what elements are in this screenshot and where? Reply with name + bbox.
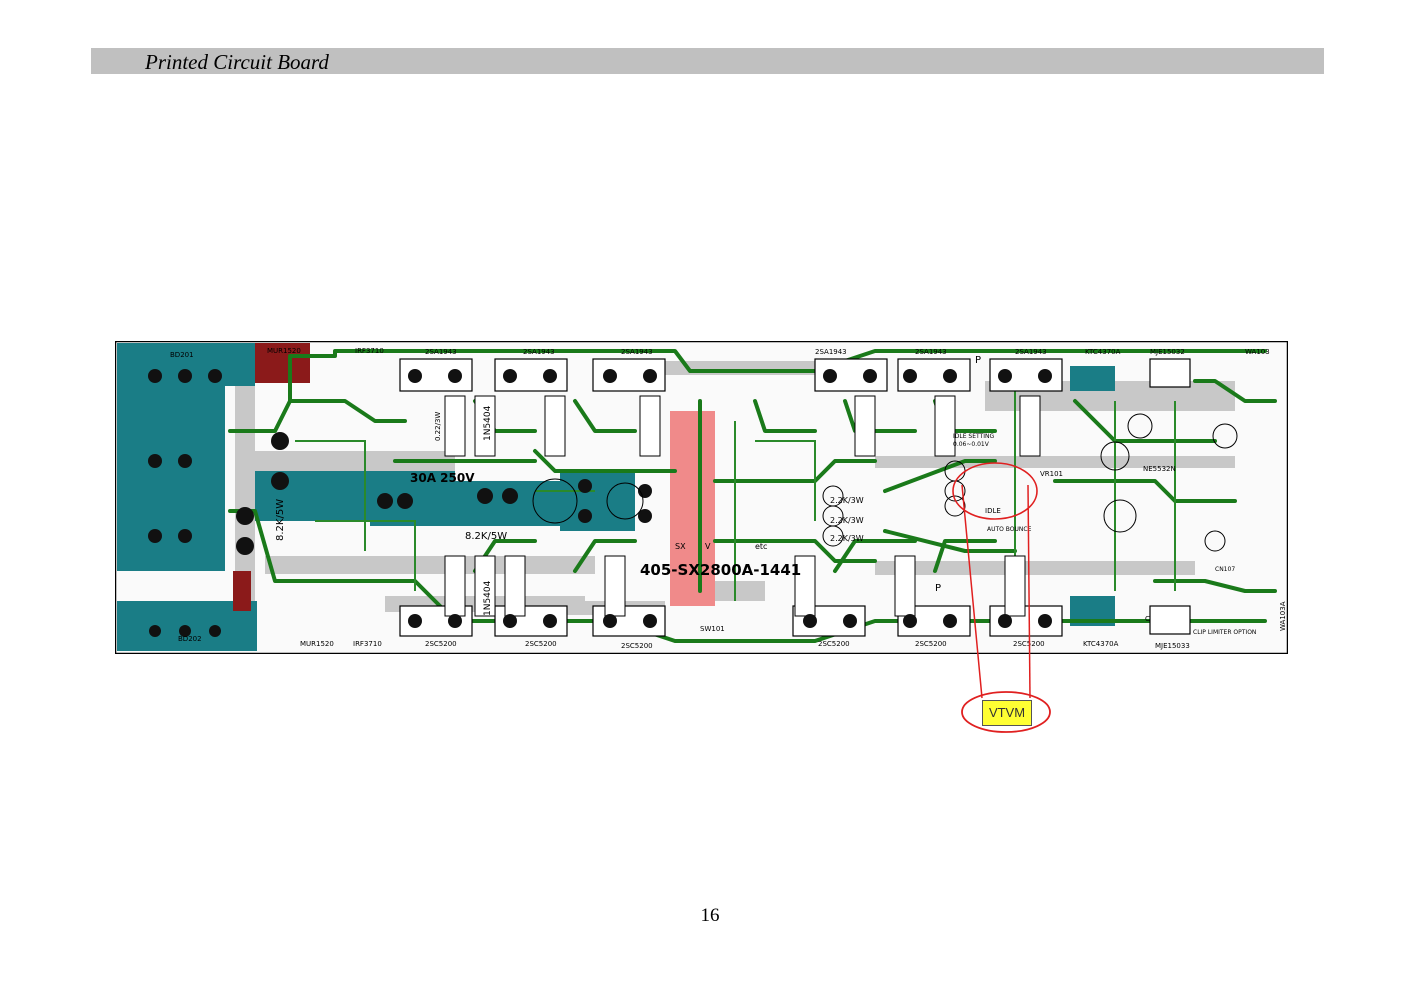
diode-label-top: MUR1520: [267, 347, 301, 355]
wa-top-label: WA103: [1245, 348, 1270, 356]
transistor-label-bottom-3: 2SC5200: [621, 642, 653, 650]
header-bar: Printed Circuit Board: [91, 48, 1324, 74]
transistor-label-top-2: 2SA1943: [523, 348, 555, 356]
pcb-big-labels: 30A 250V 405-SX2800A-1441 8.2K/5W 2.2K/3…: [275, 405, 1287, 631]
resistor-label-8k2-b: 8.2K/5W: [465, 531, 507, 542]
transistor-label-top-8: MJE15032: [1150, 348, 1185, 356]
transistor-label-top-3: 2SA1943: [621, 348, 653, 356]
terminal-sw: SW101: [700, 625, 725, 633]
transistor-label-bottom-8: MJE15033: [1155, 642, 1190, 650]
terminal-v: V: [705, 542, 711, 551]
transistor-label-top-5: 2SA1943: [915, 348, 947, 356]
resistor-label-2k2-2: 2.2K/3W: [830, 516, 864, 525]
idle-range-label: 0.06~0.01V: [953, 441, 990, 448]
bridge-label-top: BD201: [170, 351, 194, 359]
terminal-etc: etc: [755, 542, 767, 551]
mosfet-label-bottom: IRF3710: [353, 640, 382, 648]
idle-label: IDLE: [985, 507, 1001, 515]
rectifier-label-1: 1N5404: [483, 405, 493, 441]
transistor-label-bottom-7: KTC4370A: [1083, 640, 1119, 648]
diode-label-bottom: MUR1520: [300, 640, 334, 648]
ic-label: NE5532N: [1143, 465, 1176, 473]
mosfet-label-top: IRF3710: [355, 347, 384, 355]
pcb-board-svg: BD201 BD202 MUR1520 MUR1520 IRF3710 IRF3…: [115, 341, 1288, 654]
thin-traces: [295, 391, 1176, 601]
rectifier-label-2: 1N5404: [483, 580, 493, 616]
idle-setting-label: IDLE SETTING: [953, 433, 995, 440]
resistor-label-022: 0.22/3W: [434, 412, 442, 441]
page-title: Printed Circuit Board: [145, 50, 329, 74]
resistor-label-8k2-a: 8.2K/5W: [275, 499, 286, 541]
solder-pads: [148, 369, 1052, 637]
part-number-label: 405-SX2800A-1441: [640, 561, 801, 579]
transistor-label-top-1: 2SA1943: [425, 348, 457, 356]
auto-bounce-label: AUTO BOUNCE: [987, 526, 1032, 533]
terminal-sx: SX: [675, 542, 686, 551]
clip-limiter-label: CLIP LIMITER OPTION: [1193, 629, 1256, 636]
idle-highlight-ring: [952, 462, 1038, 520]
copper-pours: [235, 361, 1235, 615]
resistor-label-2k2-1: 2.2K/3W: [830, 496, 864, 505]
transistor-label-bottom-1: 2SC5200: [425, 640, 457, 648]
page-number: 16: [700, 905, 720, 926]
vr-label: VR101: [1040, 470, 1063, 478]
transistor-label-top-6: 2SA1943: [1015, 348, 1047, 356]
clip-c-label: C: [1145, 615, 1150, 623]
channel-label-bottom: P: [935, 583, 941, 594]
transistor-label-bottom-2: 2SC5200: [525, 640, 557, 648]
transistor-label-top-4: 2SA1943: [815, 348, 847, 356]
transistor-label-bottom-4: 2SC5200: [818, 640, 850, 648]
cn-label: CN107: [1215, 566, 1235, 573]
red-zone: [233, 343, 715, 611]
transistor-label-bottom-6: 2SC5200: [1013, 640, 1045, 648]
bridge-label-bottom: BD202: [178, 635, 202, 643]
pcb-diagram: BD201 BD202 MUR1520 MUR1520 IRF3710 IRF3…: [115, 341, 1288, 654]
transistor-label-top-7: KTC4370A: [1085, 348, 1121, 356]
fuse-label: 30A 250V: [410, 471, 475, 485]
transistor-label-bottom-5: 2SC5200: [915, 640, 947, 648]
wa-bottom-label: WA103A: [1279, 601, 1287, 631]
vtvm-callout: VTVM: [982, 700, 1032, 726]
channel-label-top: P: [975, 355, 981, 366]
resistor-label-2k2-3: 2.2K/3W: [830, 534, 864, 543]
resistors-vertical: [444, 395, 1041, 617]
